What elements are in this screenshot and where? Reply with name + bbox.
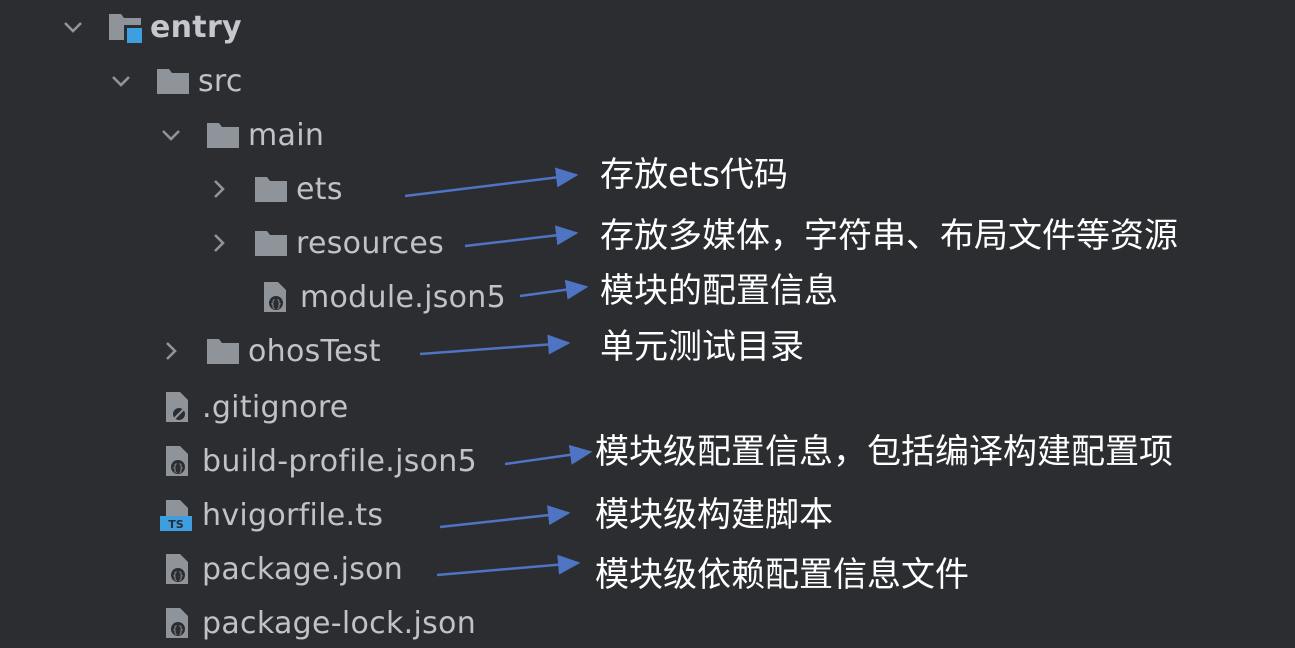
- tree-label-package-json: package.json: [202, 551, 404, 587]
- tree-node-resources[interactable]: resources: [204, 216, 444, 270]
- chevron-right-icon[interactable]: [204, 228, 234, 258]
- typescript-file-icon: TS: [158, 496, 196, 534]
- arrow-resources: [464, 225, 579, 248]
- chevron-right-icon[interactable]: [204, 174, 234, 204]
- module-folder-icon: [106, 8, 144, 46]
- folder-icon: [252, 170, 290, 208]
- tree-node-src[interactable]: src: [106, 54, 243, 108]
- tree-label-build-profile: build-profile.json5: [202, 443, 478, 479]
- chevron-down-icon[interactable]: [156, 120, 186, 150]
- gitignore-file-icon: [158, 388, 196, 426]
- arrow-hvigorfile: [439, 505, 571, 529]
- json-config-file-icon: {}: [256, 278, 294, 316]
- annotation-ets: 存放ets代码: [600, 155, 788, 195]
- tree-node-package-lock[interactable]: {} package-lock.json: [158, 596, 476, 648]
- tree-node-entry[interactable]: entry: [58, 0, 242, 54]
- annotation-build-profile: 模块级配置信息，包括编译构建配置项: [595, 432, 1173, 472]
- annotation-package-json: 模块级依赖配置信息文件: [595, 555, 969, 595]
- svg-text:{}: {}: [172, 625, 184, 636]
- tree-label-ohostest: ohosTest: [248, 333, 381, 369]
- tree-node-ets[interactable]: ets: [204, 162, 343, 216]
- chevron-right-icon[interactable]: [156, 336, 186, 366]
- arrow-ets: [404, 167, 579, 198]
- tree-label-module-json5: module.json5: [300, 279, 506, 315]
- tree-node-module-json5[interactable]: {} module.json5: [256, 270, 506, 324]
- folder-icon: [204, 332, 242, 370]
- arrow-ohostest: [419, 334, 571, 356]
- tree-node-main[interactable]: main: [156, 108, 324, 162]
- chevron-down-icon[interactable]: [58, 12, 88, 42]
- svg-text:TS: TS: [168, 518, 184, 531]
- annotation-hvigorfile: 模块级构建脚本: [595, 495, 833, 535]
- tree-label-main: main: [248, 117, 325, 153]
- tree-label-src: src: [198, 63, 243, 99]
- tree-node-hvigorfile[interactable]: TS hvigorfile.ts: [158, 488, 383, 542]
- annotation-ohostest: 单元测试目录: [600, 327, 804, 367]
- arrow-build-profile: [504, 444, 593, 466]
- tree-label-gitignore: .gitignore: [202, 389, 349, 425]
- arrow-package-json: [436, 554, 581, 577]
- tree-node-gitignore[interactable]: .gitignore: [158, 380, 349, 434]
- folder-icon: [204, 116, 242, 154]
- json-config-file-icon: {}: [158, 550, 196, 588]
- arrow-module-json5: [519, 279, 589, 300]
- svg-text:{}: {}: [172, 571, 184, 582]
- tree-node-package-json[interactable]: {} package.json: [158, 542, 403, 596]
- json-config-file-icon: {}: [158, 604, 196, 642]
- tree-label-entry: entry: [150, 9, 242, 45]
- annotation-resources: 存放多媒体，字符串、布局文件等资源: [600, 216, 1178, 256]
- tree-label-package-lock: package-lock.json: [202, 605, 477, 641]
- tree-node-ohostest[interactable]: ohosTest: [156, 324, 381, 378]
- svg-text:{}: {}: [172, 463, 184, 474]
- folder-icon: [154, 62, 192, 100]
- folder-icon: [252, 224, 290, 262]
- svg-text:{}: {}: [270, 299, 282, 310]
- chevron-down-icon[interactable]: [106, 66, 136, 96]
- json-config-file-icon: {}: [158, 442, 196, 480]
- tree-label-hvigorfile: hvigorfile.ts: [202, 497, 384, 533]
- tree-label-ets: ets: [296, 171, 343, 207]
- annotation-module-json5: 模块的配置信息: [600, 271, 838, 311]
- tree-label-resources: resources: [296, 225, 445, 261]
- tree-node-build-profile[interactable]: {} build-profile.json5: [158, 434, 477, 488]
